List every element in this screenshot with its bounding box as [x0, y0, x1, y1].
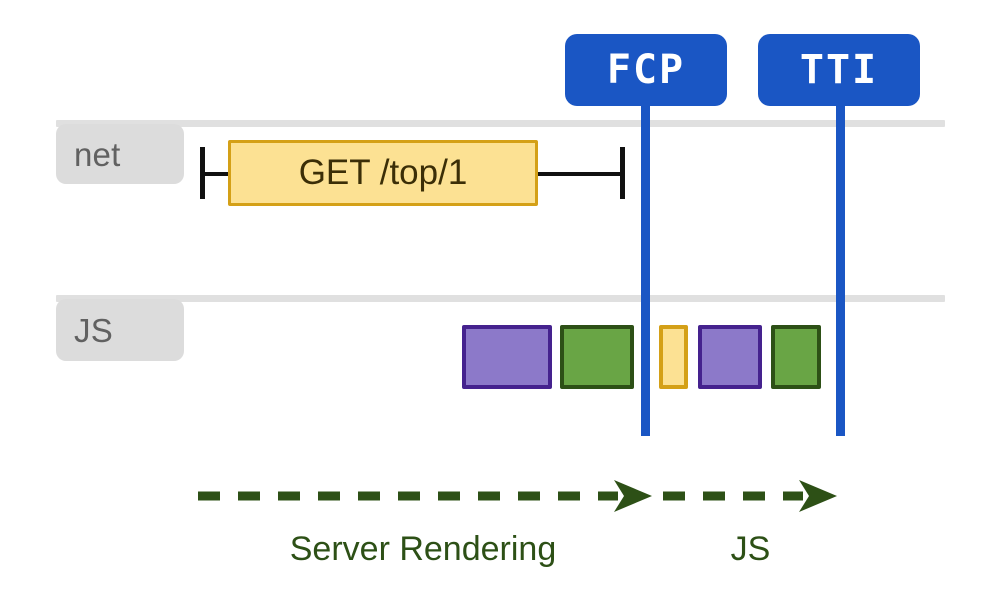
phase-arrow-server-rendering: [190, 478, 660, 514]
request-bar-top-1[interactable]: GET /top/1: [228, 140, 538, 206]
track-line-js: [56, 295, 945, 302]
marker-badge-fcp[interactable]: FCP: [565, 34, 727, 106]
request-bar-label: GET /top/1: [298, 153, 468, 192]
phase-caption-server-rendering: Server Rendering: [198, 530, 648, 569]
marker-line-fcp: [641, 100, 650, 436]
js-task-block[interactable]: [560, 325, 634, 389]
phase-caption-server-rendering-text: Server Rendering: [289, 530, 557, 568]
js-task-block[interactable]: [771, 325, 821, 389]
phase-caption-js: JS: [663, 530, 838, 569]
phase-arrow-js: [655, 478, 855, 514]
track-label-js: JS: [56, 299, 184, 361]
marker-badge-tti[interactable]: TTI: [758, 34, 920, 106]
marker-badge-tti-label: TTI: [799, 47, 879, 93]
track-label-net-text: net: [74, 135, 121, 173]
js-task-block[interactable]: [462, 325, 552, 389]
js-task-block[interactable]: [659, 325, 688, 389]
marker-badge-fcp-label: FCP: [606, 47, 686, 93]
request-whisker-start-top-1: [200, 147, 205, 199]
js-task-block[interactable]: [698, 325, 762, 389]
request-whisker-end-top-1: [620, 147, 625, 199]
track-line-net: [56, 120, 945, 127]
marker-line-tti: [836, 100, 845, 436]
phase-caption-js-text: JS: [730, 530, 771, 568]
track-label-js-text: JS: [74, 311, 113, 349]
track-label-net: net: [56, 124, 184, 184]
